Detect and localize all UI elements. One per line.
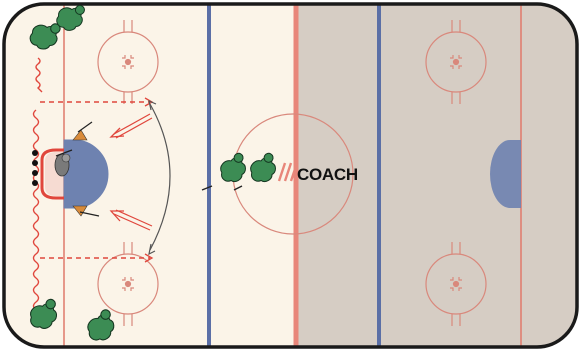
puck-1: [32, 150, 38, 156]
puck-4: [32, 180, 38, 186]
puck-2: [32, 160, 38, 166]
puck-3: [32, 170, 38, 176]
logo-text: COACH: [297, 165, 358, 184]
